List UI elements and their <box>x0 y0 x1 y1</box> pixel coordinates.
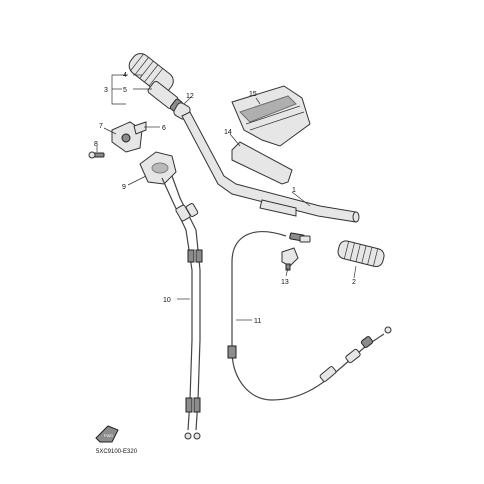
callout-9: 9 <box>122 184 126 191</box>
left-grip-part-2 <box>337 240 385 268</box>
callout-5: 5 <box>123 87 127 94</box>
callout-6: 6 <box>162 125 166 132</box>
throttle-cap-part-9 <box>139 151 177 185</box>
throttle-cable-part-10 <box>161 175 203 440</box>
throttle-grip-assembly <box>128 53 183 113</box>
callout-2: 2 <box>352 279 356 286</box>
callout-15: 15 <box>249 91 257 98</box>
clutch-cable-part-11 <box>227 231 392 401</box>
callout-13: 13 <box>281 279 289 286</box>
fwd-arrow-icon: FWD <box>95 425 119 443</box>
screw-part-8 <box>88 151 105 159</box>
leader-lines <box>96 74 357 321</box>
callout-1: 1 <box>292 187 296 194</box>
diagram-code: 5XC9100-E320 <box>96 449 138 455</box>
handlebar-pad-part-15 <box>231 85 311 147</box>
fwd-label: FWD <box>104 433 113 438</box>
callout-4: 4 <box>123 72 127 79</box>
crossbar-pad-part-14 <box>231 141 293 185</box>
handlebar-part-1 <box>181 111 360 223</box>
callout-8: 8 <box>94 141 98 148</box>
callout-12: 12 <box>186 93 194 100</box>
callout-10: 10 <box>163 297 171 304</box>
housing-screw-part-6 <box>133 121 147 135</box>
callout-3: 3 <box>104 87 108 94</box>
callout-7: 7 <box>99 123 103 130</box>
callout-14: 14 <box>224 129 232 136</box>
callout-11: 11 <box>254 318 261 325</box>
clutch-adjuster-part-13 <box>281 247 299 271</box>
